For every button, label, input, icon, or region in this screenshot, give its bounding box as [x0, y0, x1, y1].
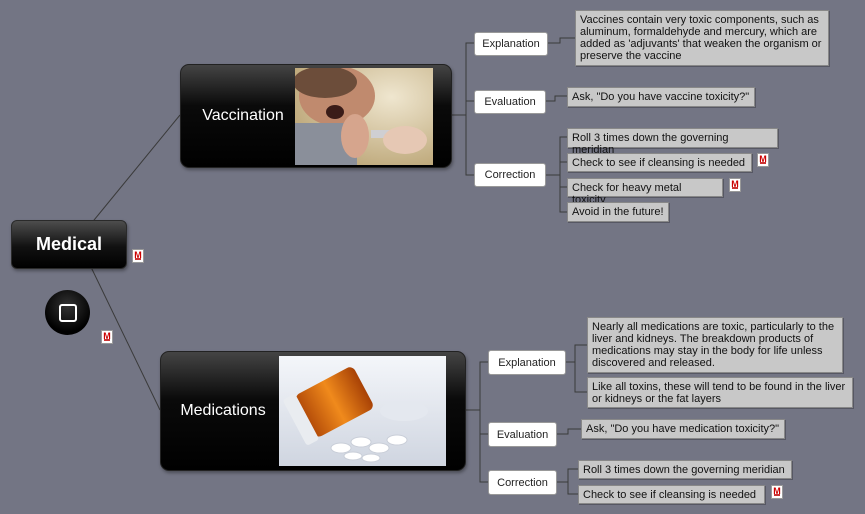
medications-correction-item[interactable]: Roll 3 times down the governing meridian — [578, 460, 792, 479]
note-icon[interactable]: M — [757, 153, 769, 167]
pill-bottle-image — [279, 356, 446, 466]
medications-evaluation-text[interactable]: Ask, "Do you have medication toxicity?" — [581, 419, 785, 439]
medications-explanation-text[interactable]: Nearly all medications are toxic, partic… — [587, 317, 843, 373]
medications-correction[interactable]: Correction — [488, 470, 557, 495]
topic-medications[interactable]: Medications — [160, 351, 466, 471]
square-icon — [58, 303, 77, 322]
root-topic-label: Medical — [35, 234, 103, 254]
note-icon[interactable]: M — [729, 178, 741, 192]
root-marker[interactable] — [45, 290, 90, 335]
child-injection-image — [295, 68, 433, 165]
vaccination-correction-item[interactable]: Check for heavy metal toxicity — [567, 178, 723, 206]
vaccination-correction-item[interactable]: Check to see if cleansing is needed — [567, 153, 752, 172]
vaccination-evaluation[interactable]: Evaluation — [474, 90, 546, 114]
medications-evaluation[interactable]: Evaluation — [488, 422, 557, 447]
medications-explanation[interactable]: Explanation — [488, 350, 566, 375]
vaccination-correction-item[interactable]: Avoid in the future! — [567, 202, 669, 222]
root-topic-medical[interactable]: Medical — [11, 220, 127, 269]
vaccination-explanation[interactable]: Explanation — [474, 32, 548, 56]
topic-medications-label: Medications — [180, 402, 266, 419]
note-icon[interactable]: M — [101, 330, 113, 344]
vaccination-explanation-text[interactable]: Vaccines contain very toxic components, … — [575, 10, 829, 66]
vaccination-correction-item[interactable]: Roll 3 times down the governing meridian — [567, 128, 778, 156]
topic-vaccination[interactable]: Vaccination — [180, 64, 452, 168]
topic-vaccination-label: Vaccination — [202, 107, 284, 124]
vaccination-evaluation-text[interactable]: Ask, "Do you have vaccine toxicity?" — [567, 87, 755, 107]
note-icon[interactable]: M — [132, 249, 144, 263]
vaccination-correction[interactable]: Correction — [474, 163, 546, 187]
note-icon[interactable]: M — [771, 485, 783, 499]
medications-correction-item[interactable]: Check to see if cleansing is needed — [578, 485, 765, 504]
medications-explanation-text[interactable]: Like all toxins, these will tend to be f… — [587, 377, 853, 408]
